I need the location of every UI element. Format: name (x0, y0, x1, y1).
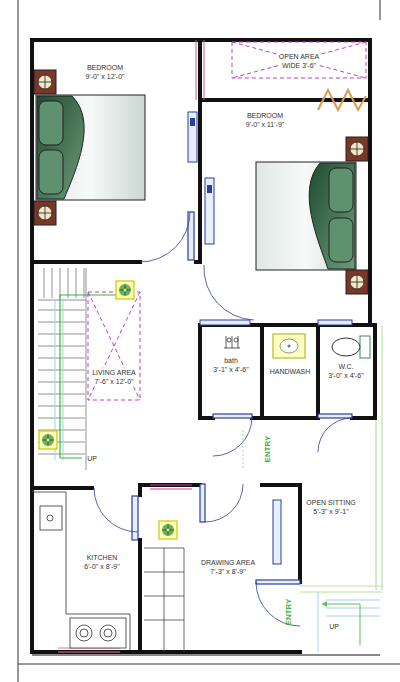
room-size: 6'-0" x 8'-9" (83, 562, 120, 571)
fixture-label: HANDWASH (270, 368, 311, 375)
room-size: 7'-3" x 8'-9" (209, 567, 246, 576)
room-label: bath3'-1" x 4'-6" (212, 356, 249, 374)
room-area: OPEN SITTING5'-3" x 9'-1" (300, 420, 380, 585)
room-area: DRAWING AREA7'-3" x 8'-9" (140, 485, 300, 652)
room-size: 3'-1" x 4'-6" (212, 365, 249, 374)
room-size: 7'-6" x 12'-0" (93, 377, 134, 386)
room-size: 5'-3" x 9'-1" (312, 507, 349, 516)
room-size: 9'-0" x 12'-0" (84, 72, 125, 81)
room-name: LIVING AREA (91, 368, 137, 377)
stair-direction: UP (329, 623, 339, 630)
entry-label: ENTRY (264, 436, 272, 463)
room-label: BEDROOM9'-0" x 12'-0" (84, 63, 125, 81)
room-label: BEDROOM9'-0" x 11'-9" (245, 111, 286, 129)
room-area: BEDROOM9'-0" x 11'-9" (200, 100, 370, 325)
room-name: DRAWING AREA (200, 558, 256, 567)
room-label: LIVING AREA7'-6" x 12'-0" (91, 368, 137, 386)
room-name: BEDROOM (86, 63, 124, 72)
room-area: W.C.3'-0" x 4'-6" (318, 325, 375, 418)
room-label: OPEN SITTING5'-3" x 9'-1" (305, 498, 356, 516)
room-label: OPEN AREAWIDE 3'-6" (278, 52, 320, 70)
room-name: KITCHEN (86, 553, 119, 562)
room-area: bath3'-1" x 4'-6" (200, 325, 262, 418)
room-name: OPEN SITTING (305, 498, 356, 507)
room-label: W.C.3'-0" x 4'-6" (327, 362, 364, 380)
room-name: OPEN AREA (278, 52, 320, 61)
room-label: KITCHEN6'-0" x 8'-9" (83, 553, 120, 571)
entry-label: ENTRY (285, 599, 293, 626)
stair-direction: UP (87, 455, 97, 462)
room-size: 9'-0" x 11'-9" (245, 120, 286, 129)
room-area: OPEN AREAWIDE 3'-6" (232, 42, 366, 78)
room-size: WIDE 3'-6" (281, 61, 317, 70)
room-area: KITCHEN6'-0" x 8'-9" (32, 488, 140, 652)
room-name: BEDROOM (246, 111, 284, 120)
room-size: 3'-0" x 4'-6" (327, 371, 364, 380)
room-name: bath (223, 356, 239, 365)
room-area: LIVING AREA7'-6" x 12'-0" (32, 262, 200, 488)
room-area: BEDROOM9'-0" x 12'-0" (32, 40, 200, 262)
room-label: DRAWING AREA7'-3" x 8'-9" (200, 558, 256, 576)
room-name: W.C. (337, 362, 354, 371)
